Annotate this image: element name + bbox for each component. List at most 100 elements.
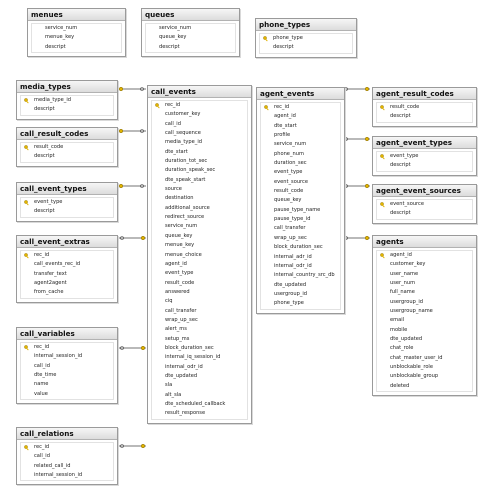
- table-agent-event-types[interactable]: agent_event_types event_type descript: [372, 136, 477, 176]
- table-title: menues: [28, 9, 125, 21]
- column-row: unblockable_role: [390, 364, 433, 371]
- table-agent-events[interactable]: agent_events rec_id agent_id dte_start p…: [256, 87, 345, 314]
- column-row: ciq: [165, 298, 173, 305]
- table-queues[interactable]: queues service_num queue_key descript: [141, 8, 240, 58]
- column-row: phone_num: [274, 150, 304, 157]
- column-row: internal_odr_id: [274, 262, 312, 269]
- column-row: agent_id: [165, 260, 187, 267]
- table-title: agent_event_types: [373, 137, 476, 149]
- column-row: service_num: [159, 25, 192, 31]
- column-row: result_code: [377, 103, 472, 112]
- table-media-types[interactable]: media_types media_type_id descript: [16, 80, 118, 120]
- column-row: media_type_id: [165, 139, 202, 146]
- column-row: agent_id: [377, 251, 472, 260]
- column-row: descript: [45, 43, 66, 50]
- column-row: alert_ms: [165, 326, 187, 333]
- column-row: sla: [165, 382, 173, 389]
- column-row: internal_adr_id: [274, 253, 312, 260]
- table-title: queues: [142, 9, 239, 21]
- column-row: email: [390, 317, 405, 324]
- column-row: call_id: [34, 362, 50, 369]
- column-row: usergroup_id: [390, 298, 424, 305]
- column-row: profile: [274, 132, 291, 139]
- table-title: phone_types: [256, 19, 356, 31]
- column-row: descript: [390, 210, 411, 217]
- column-row: user_name: [390, 270, 419, 277]
- column-row: service_num: [165, 223, 198, 230]
- table-title: agent_event_sources: [373, 185, 476, 197]
- table-title: call_variables: [17, 328, 117, 340]
- table-agent-result-codes[interactable]: agent_result_codes result_code descript: [372, 87, 477, 127]
- column-row: dte_start: [165, 148, 188, 155]
- table-call-event-types[interactable]: call_event_types event_type descript: [16, 182, 118, 222]
- primary-key-icon: [264, 105, 270, 111]
- column-row: additional_source: [165, 204, 210, 211]
- column-row: full_name: [390, 289, 415, 296]
- column-row: descript: [159, 43, 180, 50]
- table-phone-types[interactable]: phone_types phone_type descript: [255, 18, 357, 58]
- column-row: mobile: [390, 326, 408, 333]
- table-title: agent_events: [257, 88, 344, 100]
- column-row: block_duration_sec: [274, 244, 323, 251]
- column-row: setup_ms: [165, 335, 190, 342]
- column-row: phone_type: [260, 34, 352, 43]
- column-row: result_code: [21, 143, 113, 152]
- column-list: rec_id call_events_rec_id transfer_text …: [20, 250, 114, 299]
- primary-key-icon: [380, 202, 386, 208]
- column-row: call_sequence: [165, 130, 201, 137]
- column-row: duration_sec: [274, 160, 307, 167]
- column-list: media_type_id descript: [20, 95, 114, 116]
- column-row: wrap_up_sec: [274, 234, 307, 241]
- column-row: event_source: [377, 200, 472, 209]
- column-row: agent_id: [274, 113, 296, 120]
- table-call-events[interactable]: call_events rec_id customer_key call_id …: [147, 85, 252, 424]
- column-row: duration_tot_sec: [165, 158, 208, 165]
- column-row: name: [34, 381, 49, 388]
- column-row: call_id: [34, 453, 50, 460]
- column-row: event_type: [377, 152, 472, 161]
- table-call-variables[interactable]: call_variables rec_id internal_session_i…: [16, 327, 118, 405]
- column-row: usergroup_name: [390, 308, 433, 315]
- column-list: rec_id customer_key call_id call_sequenc…: [151, 100, 248, 420]
- primary-key-icon: [24, 345, 30, 351]
- column-row: result_response: [165, 410, 206, 417]
- column-row: queue_key: [165, 232, 193, 239]
- column-row: call_transfer: [165, 307, 197, 314]
- column-row: agent2agent: [34, 280, 67, 287]
- column-row: usergroup_id: [274, 290, 308, 297]
- column-list: result_code descript: [376, 102, 473, 123]
- column-row: duration_speak_sec: [165, 167, 216, 174]
- column-row: phone_type: [274, 300, 304, 307]
- column-list: rec_id agent_id dte_start profile servic…: [260, 102, 341, 310]
- column-row: call_id: [165, 120, 181, 127]
- column-row: from_cache: [34, 289, 64, 296]
- column-row: pause_type_id: [274, 216, 311, 223]
- column-list: event_type descript: [376, 151, 473, 172]
- column-list: event_source descript: [376, 199, 473, 220]
- column-row: dte_scheduled_callback: [165, 401, 226, 407]
- column-row: event_type: [165, 270, 194, 277]
- column-row: dte_updated: [274, 281, 307, 288]
- table-title: call_event_types: [17, 183, 117, 195]
- primary-key-icon: [24, 253, 30, 259]
- column-row: menue_key: [45, 34, 75, 41]
- table-title: media_types: [17, 81, 117, 93]
- column-list: phone_type descript: [259, 33, 353, 54]
- table-menues[interactable]: menues service_num menue_key descript: [27, 8, 126, 58]
- column-row: descript: [390, 113, 411, 120]
- column-row: source: [165, 186, 182, 193]
- column-row: rec_id: [152, 101, 247, 110]
- column-row: wrap_up_sec: [165, 316, 198, 323]
- column-row: related_call_id: [34, 462, 71, 469]
- table-call-relations[interactable]: call_relations rec_id call_id related_ca…: [16, 427, 118, 486]
- column-row: result_code: [165, 279, 195, 286]
- column-row: service_num: [45, 25, 78, 31]
- table-agent-event-sources[interactable]: agent_event_sources event_source descrip…: [372, 184, 477, 224]
- column-row: menue_key: [165, 242, 195, 249]
- table-title: call_relations: [17, 428, 117, 440]
- table-agents[interactable]: agents agent_id customer_key user_name u…: [372, 235, 477, 397]
- table-call-event-extras[interactable]: call_event_extras rec_id call_events_rec…: [16, 235, 118, 303]
- column-row: call_events_rec_id: [34, 261, 81, 268]
- primary-key-icon: [380, 154, 386, 160]
- table-call-result-codes[interactable]: call_result_codes result_code descript: [16, 127, 118, 167]
